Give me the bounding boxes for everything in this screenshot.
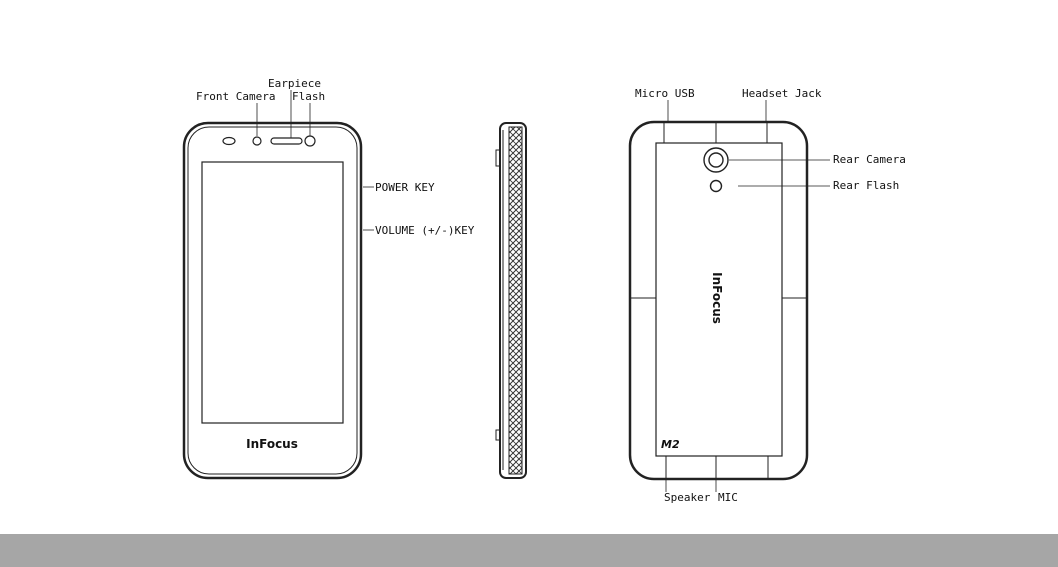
flash-label: Flash bbox=[292, 90, 325, 103]
footer-bar bbox=[0, 534, 1058, 567]
front-sensor-icon bbox=[223, 138, 235, 145]
back-logo: InFocus bbox=[710, 272, 724, 324]
front-logo: InFocus bbox=[246, 437, 298, 451]
front-camera-icon bbox=[253, 137, 261, 145]
rear-camera-label: Rear Camera bbox=[833, 153, 906, 166]
headset-jack-label: Headset Jack bbox=[742, 87, 822, 100]
mic-label: MIC bbox=[718, 491, 738, 504]
front-view bbox=[184, 90, 374, 478]
front-camera-label: Front Camera bbox=[196, 90, 275, 103]
rear-flash-label: Rear Flash bbox=[833, 179, 899, 192]
back-view bbox=[630, 100, 830, 492]
rear-flash-icon bbox=[711, 181, 722, 192]
front-flash-icon bbox=[305, 136, 315, 146]
side-view bbox=[496, 123, 526, 478]
speaker-label: Speaker bbox=[664, 491, 711, 504]
volume-key-label: VOLUME (+/-)KEY bbox=[375, 224, 475, 237]
earpiece-icon bbox=[271, 138, 302, 144]
side-hatched-edge bbox=[509, 127, 522, 474]
rear-camera-outer bbox=[704, 148, 728, 172]
model-mark: M2 bbox=[661, 438, 680, 451]
front-body-inner bbox=[188, 127, 357, 474]
power-key-label: POWER KEY bbox=[375, 181, 435, 194]
micro-usb-label: Micro USB bbox=[635, 87, 695, 100]
front-screen bbox=[202, 162, 343, 423]
rear-camera-icon bbox=[709, 153, 723, 167]
front-body-outer bbox=[184, 123, 361, 478]
earpiece-label: Earpiece bbox=[268, 77, 321, 90]
